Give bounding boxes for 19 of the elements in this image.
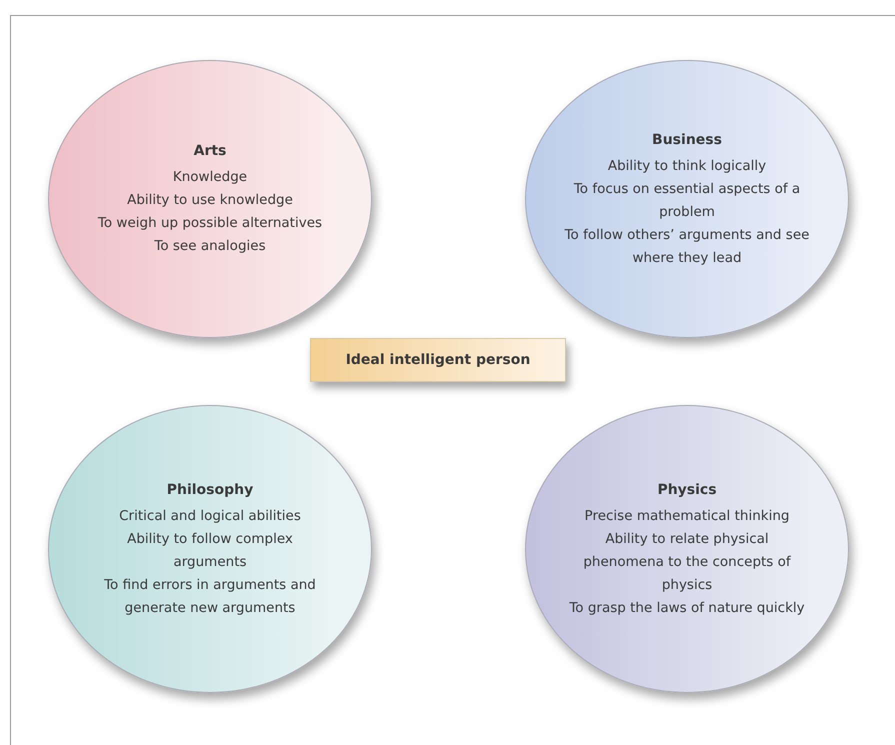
label-box xyxy=(310,338,566,382)
category-heading: Physics xyxy=(657,480,717,500)
skill-item: Knowledge xyxy=(172,168,248,187)
skill-item: Ability to use knowledge xyxy=(127,191,293,210)
skill-item: Critical and logical abilities xyxy=(119,506,301,526)
category-heading: Philosophy xyxy=(166,480,254,500)
label-text: Ideal intelligent person xyxy=(346,350,530,370)
skill-item: Ability to think logically xyxy=(608,156,766,176)
skill-item: Precise mathematical thinking xyxy=(584,506,790,526)
skill-item: To weigh up possible alternatives xyxy=(98,214,322,233)
category-heading: Arts xyxy=(194,142,226,161)
skill-item: Ability to follow complex arguments xyxy=(126,530,294,572)
category-heading: Business xyxy=(652,130,722,150)
skill-item: To find errors in arguments and generate new arguments xyxy=(103,576,317,618)
skill-item: To follow others’ arguments and see where they lead xyxy=(564,226,810,268)
skill-item: Ability to relate physical phenomena to the concepts of physics xyxy=(582,530,792,594)
skill-item: To focus on essential aspects of a problem xyxy=(572,180,802,222)
skill-item: To see analogies xyxy=(154,237,266,256)
skill-item: To grasp the laws of nature quickly xyxy=(569,598,805,618)
